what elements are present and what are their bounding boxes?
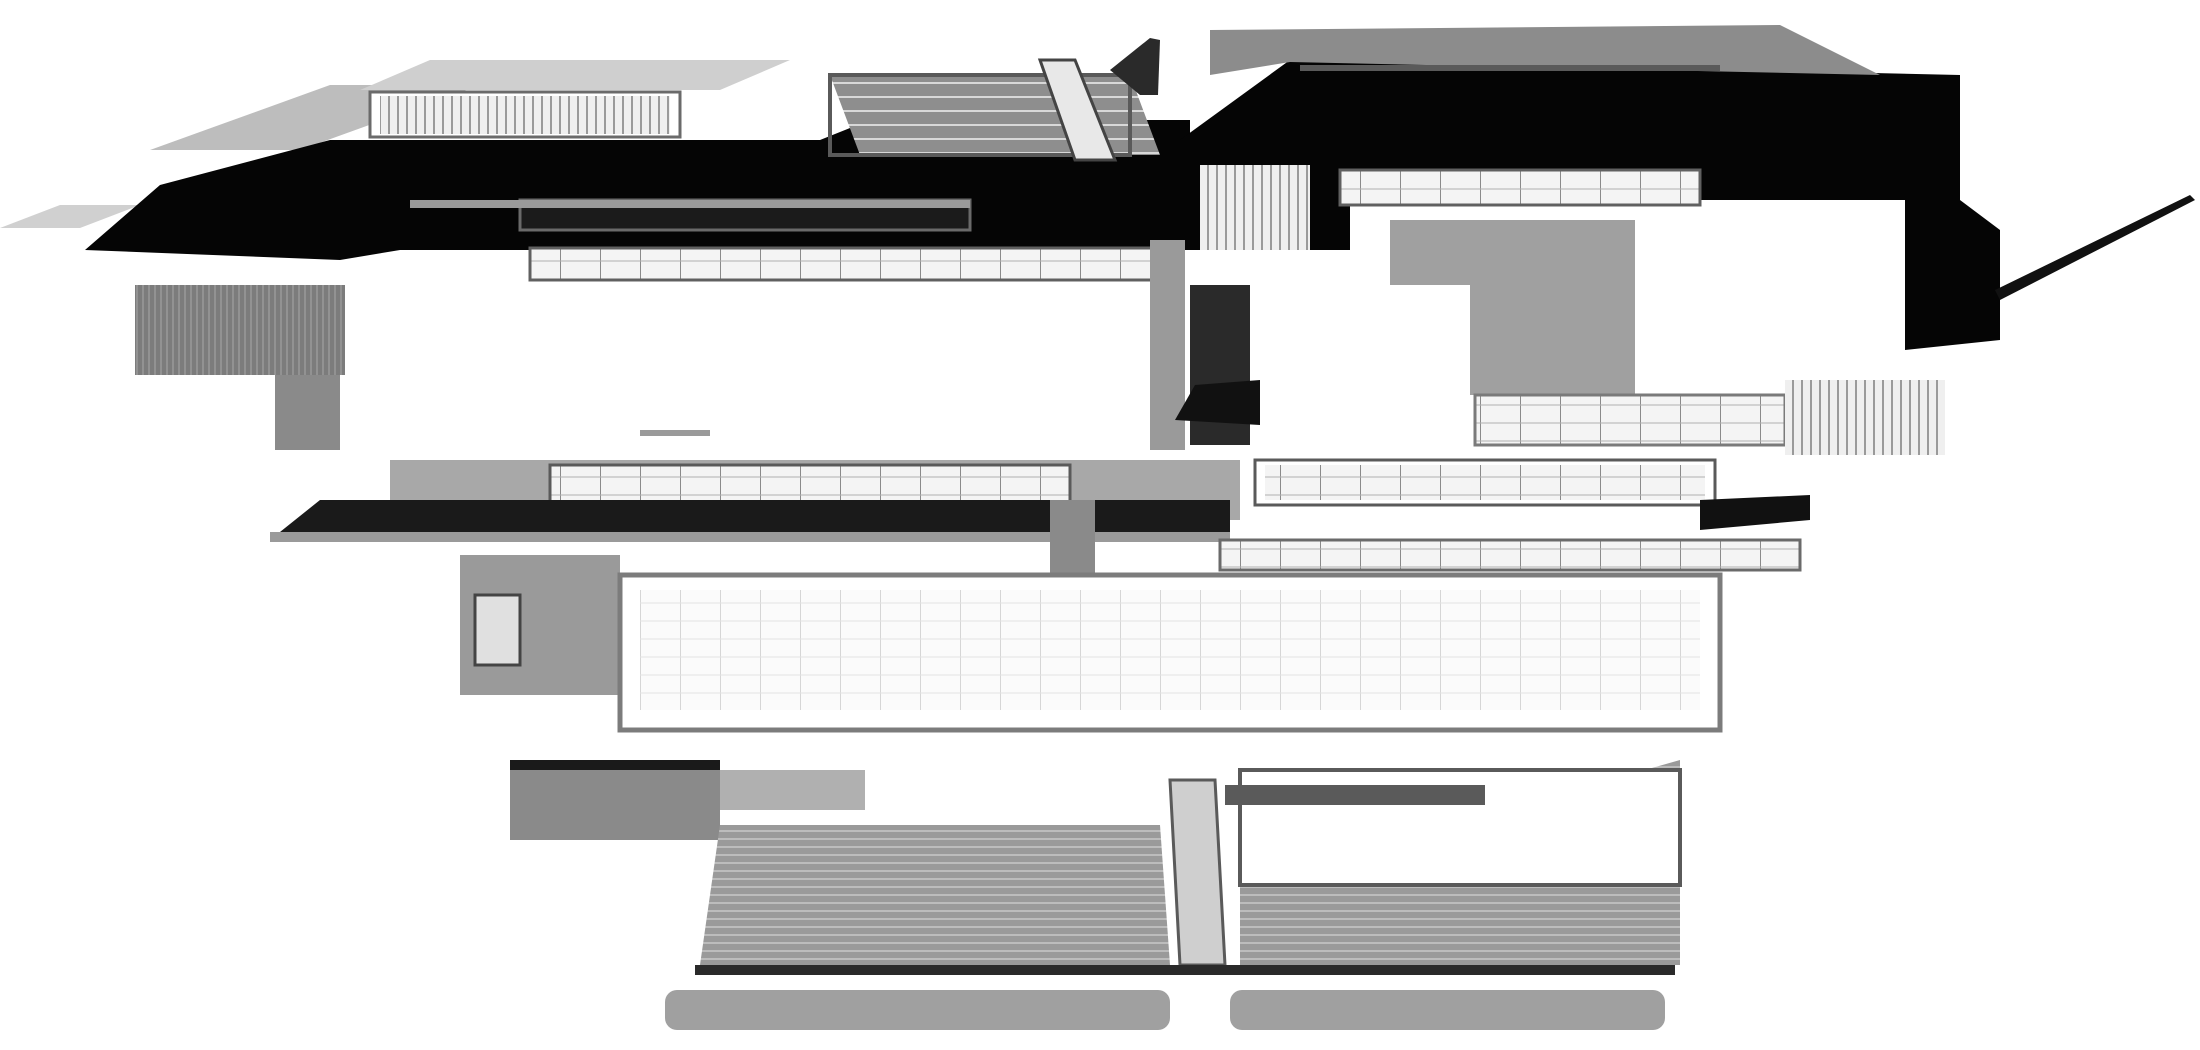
- east-fin-screen: [1785, 380, 1945, 455]
- west-floor-plate: [350, 285, 1150, 455]
- east-roof-strip: [1300, 65, 1720, 71]
- ground-terrace-edge: [270, 532, 1230, 542]
- base-slab-edge: [695, 965, 1675, 975]
- ground-terrace-dark: [270, 500, 1230, 540]
- base-recess-bar: [1225, 785, 1485, 805]
- base-foot-left: [665, 990, 1170, 1030]
- east-glass-wall: [1473, 393, 1787, 447]
- east-white-floor: [1260, 285, 1470, 455]
- east-ground-dark: [1700, 495, 1810, 530]
- central-block: [1175, 380, 1260, 425]
- west-pier: [275, 375, 340, 450]
- stair-tower: [830, 75, 1160, 155]
- pavilion-mullions: [380, 96, 670, 134]
- base-level: [665, 760, 1682, 1030]
- upper-left-terrace: [360, 60, 790, 90]
- plate-slot: [640, 430, 710, 436]
- stair-tower-frame: [828, 73, 1132, 157]
- podium-lower-light: [720, 770, 865, 810]
- podium-west-window: [473, 593, 522, 667]
- east-roof-edge: [1210, 25, 1880, 75]
- ground-level: [270, 458, 1810, 585]
- podium-lower-left-dark: [510, 760, 720, 770]
- central-pier: [1050, 500, 1095, 585]
- base-divider: [1168, 778, 1227, 967]
- stair-flight: [1037, 58, 1118, 162]
- middle-level: [135, 165, 1945, 455]
- east-ground-glazing: [1265, 465, 1705, 500]
- roof-level: [0, 25, 2195, 350]
- east-light-plate: [1660, 225, 1895, 345]
- antenna: [1995, 195, 2195, 300]
- podium-lower-left: [510, 760, 720, 840]
- lower-podium: [460, 555, 1723, 840]
- east-roof-mass: [1180, 60, 2000, 350]
- east-glazed-band: [1338, 168, 1702, 207]
- left-cantilever-slab: [0, 205, 140, 228]
- roof-mast: [1110, 38, 1160, 95]
- podium-lines: [640, 590, 1700, 710]
- west-facade-block: [135, 285, 345, 375]
- roof-parapet: [410, 200, 970, 208]
- east-balcony-rail: [1218, 538, 1802, 572]
- east-fin-wall: [1200, 165, 1310, 250]
- west-clerestory: [528, 246, 1162, 282]
- base-stepped-left: [700, 825, 1170, 965]
- base-foot-right: [1230, 990, 1665, 1030]
